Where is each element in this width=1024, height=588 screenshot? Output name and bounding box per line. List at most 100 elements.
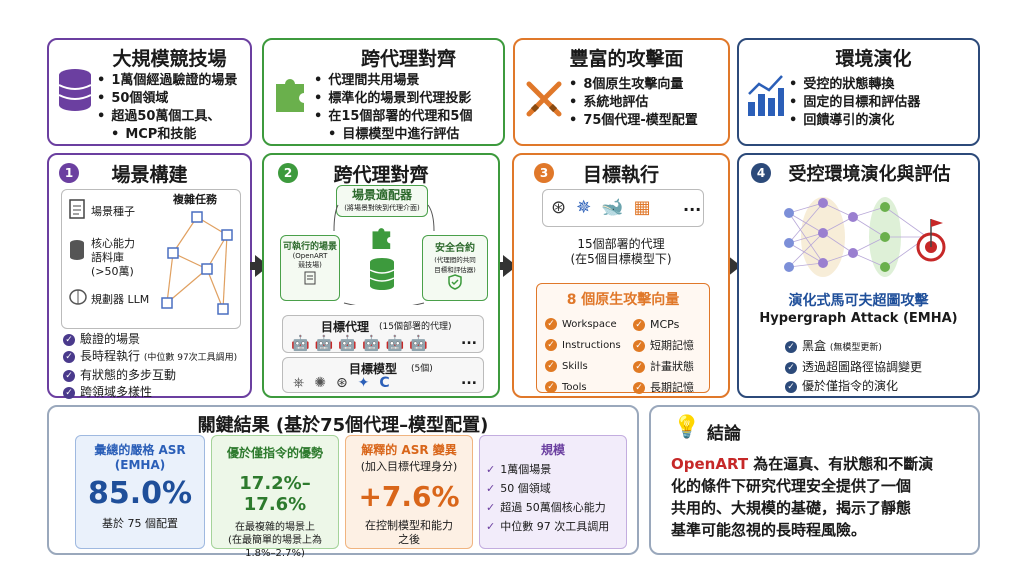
top-card-alignment: 跨代理對齊 代理間共用場景 標準化的場景到代理投影 在15個部署的代理和5個 目…: [262, 38, 505, 146]
brand-name: OpenART: [671, 455, 749, 473]
adv-note: 1.8%–2.7%): [245, 548, 305, 559]
lightbulb-icon: 💡: [673, 415, 701, 440]
scale-item: ✓超過 50萬個核心能力: [486, 501, 606, 514]
bullet: 8個原生攻擊向量: [569, 76, 698, 94]
safety-contract-box: 安全合約 (代理間的共同 目標和評估器): [422, 235, 488, 301]
adv-label: 優於僅指令的優勢: [226, 446, 323, 460]
top-card-evolution: 環境演化 受控的狀態轉換 固定的目標和評估器 回饋導引的演化: [737, 38, 980, 146]
scale-item: ✓1萬個場景: [486, 463, 552, 476]
planner-label: 規劃器 LLM: [91, 293, 150, 306]
step-number: 1: [59, 163, 79, 183]
task-graph-icon: [161, 211, 233, 315]
conclusion-panel: 💡 結論 OpenART 為在逼真、有狀態和不斷演 化的條件下研究代理安全提供了…: [649, 405, 980, 555]
stage2-cross-agent-alignment: 2 跨代理對齊 場景適配器 (將場景對映到代理介面) 可執行的場景 (OpenA…: [262, 153, 500, 398]
check-item: ✓透過超圖路徑協調變更: [785, 358, 922, 377]
scale-label: 規模: [540, 443, 565, 457]
top-card-arena: 大規模競技場 1萬個經過驗證的場景 50個領域 超過50萬個工具、 MCP和技能: [47, 38, 252, 146]
complex-task-label: 複雜任務: [173, 193, 217, 206]
vector-item: ✓Workspace: [545, 314, 621, 335]
target-models-box: 目標模型 (5個) ⎈✺⊛✦C ...: [282, 357, 484, 393]
stage4-controlled-evolution: 4 受控環境演化與評估 演化式馬可夫超圖攻擊 Hypergraph Attack…: [737, 153, 980, 398]
seed-label: 場景種子: [91, 205, 135, 218]
bullet: 代理間共用場景: [314, 72, 472, 90]
target-models-sub: (5個): [411, 364, 433, 374]
vector-item: ✓Skills: [545, 356, 621, 377]
results-title: 關鍵結果 (基於75個代理–模型配置): [197, 415, 489, 436]
bullet: 50個領域: [97, 90, 237, 108]
vectors-title: 8 個原生攻擊向量: [566, 292, 680, 308]
document-icon: [304, 271, 316, 285]
bullet: 75個代理-模型配置: [569, 112, 698, 130]
agents-count-line: 15個部署的代理: [577, 237, 665, 251]
check-item: ✓驗證的場景: [63, 331, 237, 348]
key-results-panel: 關鍵結果 (基於75個代理–模型配置) 彙總的嚴格 ASR (EMHA) 85.…: [47, 405, 639, 559]
var-label: 解釋的 ASR 變異: [361, 443, 457, 457]
bullet: 1萬個經過驗證的場景: [97, 72, 237, 90]
flow-arrow-shaft: [498, 262, 506, 270]
stage-title: 受控環境演化與評估: [788, 164, 951, 185]
scale-item: ✓50 個領域: [486, 482, 551, 495]
agent-logos-box: ⊛✵🐋▦ ...: [542, 189, 704, 227]
more-ellipsis: ...: [683, 196, 702, 215]
library-label: 核心能力: [91, 237, 135, 250]
shield-icon: [448, 274, 462, 290]
var-label-2: (加入目標代理身分): [360, 460, 458, 473]
library-label-3: (>50萬): [91, 265, 134, 278]
adv-value: 17.2%–17.6%: [239, 473, 311, 515]
conclusion-text: 為在逼真、有狀態和不斷演: [748, 455, 934, 473]
asr-value: 85.0%: [87, 476, 193, 511]
model-logo-row: ⎈✺⊛✦C: [293, 375, 400, 391]
result-variance-card: 解釋的 ASR 變異 (加入目標代理身分) +7.6% 在控制模型和能力 之後: [345, 435, 473, 549]
conclusion-text: 化的條件下研究代理安全提供了一個: [671, 477, 912, 495]
var-note: 在控制模型和能力: [365, 519, 453, 532]
asr-label: 彙總的嚴格 ASR: [94, 443, 186, 457]
check-item: ✓跨領域多樣性: [63, 384, 237, 401]
stage-title: 目標執行: [582, 164, 659, 186]
result-asr-card: 彙總的嚴格 ASR (EMHA) 85.0% 基於 75 個配置: [75, 435, 205, 549]
vector-item: ✓長期記憶: [633, 377, 694, 398]
check-item: ✓黑盒 (無模型更新): [785, 337, 922, 358]
bullet: 超過50萬個工具、: [97, 108, 237, 126]
bullet: 系統地評估: [569, 94, 698, 112]
attack-vectors-box: 8 個原生攻擊向量 ✓Workspace ✓Instructions ✓Skil…: [536, 283, 710, 394]
card-title: 環境演化: [835, 48, 912, 70]
bullet: 在15個部署的代理和5個: [314, 108, 472, 126]
exec-scenario-box: 可執行的場景 (OpenART 競技場): [280, 235, 340, 301]
adapter-box: 場景適配器 (將場景對映到代理介面): [336, 185, 428, 217]
target-models-label: 目標模型: [349, 362, 398, 376]
scale-item: ✓中位數 97 次工具調用: [486, 520, 610, 533]
document-icon: [69, 199, 85, 219]
agent-logo-row: ⊛✵🐋▦: [551, 197, 661, 218]
check-item: ✓長時程執行 (中位數 97次工具調用): [63, 348, 237, 367]
bullet: 受控的狀態轉換: [789, 76, 920, 94]
check-item: ✓優於僅指令的演化: [785, 377, 922, 396]
robot-icon-row: 🤖🤖🤖🤖🤖🤖: [291, 334, 434, 352]
card-title: 大規模競技場: [112, 48, 227, 70]
puzzle-small-icon: [372, 228, 391, 249]
var-note: 之後: [398, 533, 420, 546]
top-card-attack-surface: 豐富的攻擊面 8個原生攻擊向量 系統地評估 75個代理-模型配置: [513, 38, 730, 146]
brain-icon: [69, 289, 87, 305]
stage1-scenario-construction: 1 場景構建 場景種子 核心能力 語料庫 (>50萬) 規劃器 LLM 複雜任務…: [47, 153, 252, 401]
step-number: 2: [278, 163, 298, 183]
conclusion-text: 共用的、大規模的基礎，揭示了靜態: [671, 499, 912, 517]
target-agents-sub: (15個部署的代理): [379, 322, 452, 332]
step-number: 3: [534, 163, 554, 183]
stage-title: 跨代理對齊: [333, 164, 429, 186]
library-label-2: 語料庫: [91, 251, 124, 264]
vector-item: ✓Instructions: [545, 335, 621, 356]
hypergraph-network-icon: [784, 197, 946, 277]
vector-item: ✓MCPs: [633, 314, 694, 335]
puzzle-icon: [276, 79, 304, 112]
asr-label-2: (EMHA): [114, 458, 166, 472]
bullet-cont: 目標模型中進行評估: [314, 126, 472, 144]
adv-note: (在最簡單的場景上為: [228, 535, 322, 546]
more-ellipsis: ...: [461, 332, 477, 348]
result-advantage-card: 優於僅指令的優勢 17.2%–17.6% 在最複雜的場景上 (在最簡單的場景上為…: [211, 435, 339, 559]
bullet: 回饋導引的演化: [789, 112, 920, 130]
adv-note: 在最複雜的場景上: [235, 522, 315, 533]
growth-chart-icon: [748, 75, 784, 116]
vector-item: ✓計畫狀態: [633, 356, 694, 377]
more-ellipsis: ...: [461, 372, 477, 388]
construction-panel: [61, 189, 241, 329]
